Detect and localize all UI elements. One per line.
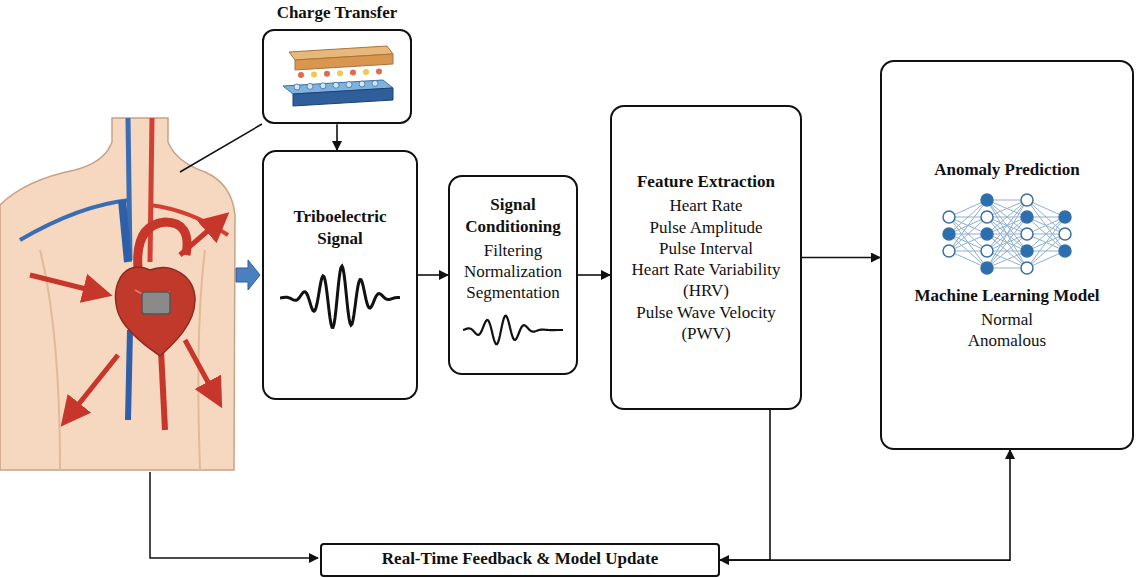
process-box: Signal ConditioningFilteringNormalizatio…: [448, 175, 578, 375]
process-box: Feature ExtractionHeart RatePulse Amplit…: [610, 105, 802, 410]
box-heading: Feature Extraction: [637, 171, 775, 192]
feedback-line: [150, 472, 318, 558]
connector-arrow: [336, 124, 338, 150]
process-box: Real-Time Feedback & Model Update: [320, 543, 720, 577]
connector-arrow: [720, 410, 770, 560]
connector-arrow: [578, 274, 610, 276]
box-text: Normalization: [464, 261, 562, 282]
box-text: Normal: [981, 309, 1033, 330]
image-frame: [262, 29, 412, 124]
box-text: Anomalous: [968, 330, 1046, 351]
box-heading: Machine Learning Model: [914, 285, 1099, 306]
box-text: Pulse Amplitude: [650, 217, 763, 238]
box-heading: Anomaly Prediction: [934, 159, 1080, 180]
box-heading: Signal Conditioning: [458, 194, 568, 237]
box-text: Pulse Interval: [659, 238, 753, 259]
sensor-patch: [142, 292, 170, 314]
process-box: Triboelectric Signal: [262, 150, 418, 400]
leader-line: [180, 124, 262, 172]
connector-arrow: [418, 274, 448, 276]
signal-arrow: [236, 260, 260, 290]
connector-arrow: [720, 450, 1010, 560]
box-text: Filtering: [484, 240, 543, 261]
box-text: Segmentation: [466, 282, 559, 303]
connector-arrow: [802, 257, 880, 259]
waveform-icon: [463, 310, 563, 350]
process-box: Charge Transfer: [262, 2, 412, 124]
box-heading: Charge Transfer: [277, 2, 398, 23]
neural-network-icon: [937, 189, 1077, 279]
process-box: Anomaly PredictionMachine Learning Model…: [880, 60, 1134, 450]
box-heading: Triboelectric Signal: [272, 206, 408, 249]
waveform-icon: [280, 258, 400, 338]
box-text: Heart Rate Variability (HRV): [620, 259, 792, 302]
triboelectric-layers: [275, 40, 399, 114]
box-text: Heart Rate: [669, 195, 742, 216]
box-text: Pulse Wave Velocity (PWV): [620, 302, 792, 345]
box-heading: Real-Time Feedback & Model Update: [382, 548, 658, 569]
human-torso: [0, 118, 235, 470]
